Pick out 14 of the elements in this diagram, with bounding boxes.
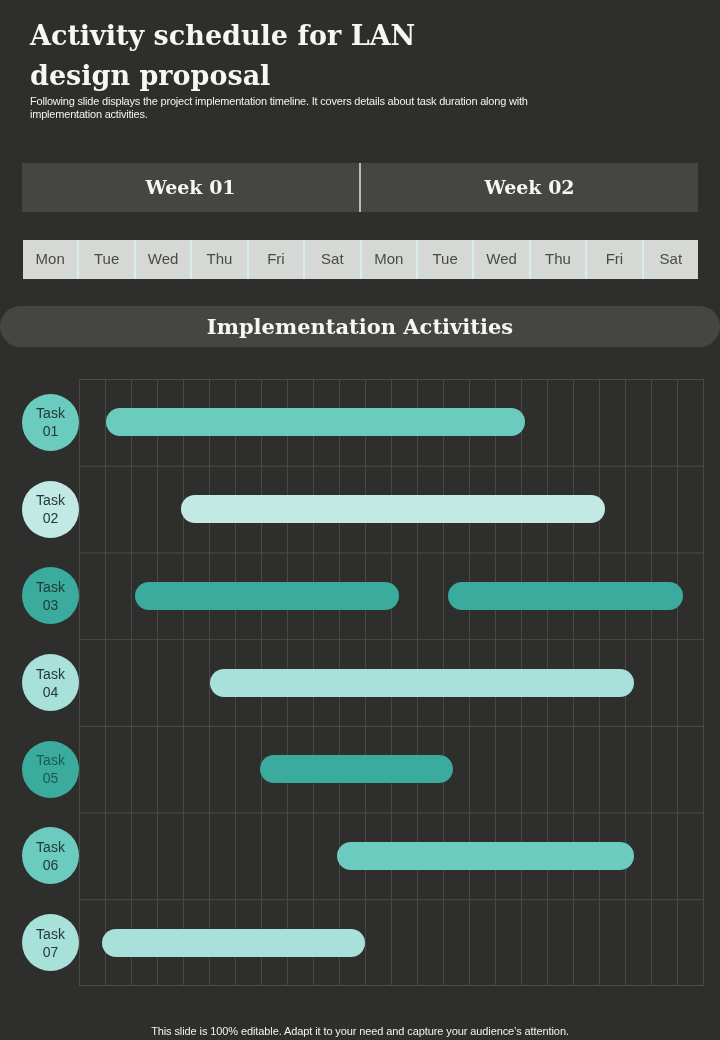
task-bar xyxy=(106,408,525,437)
task-bar xyxy=(337,841,634,870)
title: Activity schedule for LAN design proposal xyxy=(30,19,417,93)
task-bar xyxy=(210,668,634,697)
description-text: Following slide displays the project implementation timeline. It covers details about task duration along with implementation activities. xyxy=(30,95,529,121)
week-header: Week 01 xyxy=(22,163,361,212)
footer-note: This slide is 100% editable. Adapt it to your need and capture your audience’s attention. xyxy=(150,1024,570,1038)
task-bar xyxy=(260,755,453,784)
task-bar xyxy=(135,581,399,610)
task-bar xyxy=(448,581,683,610)
task-bar xyxy=(181,495,605,524)
task-bar xyxy=(102,928,365,957)
section-banner: Implementation Activities xyxy=(0,306,720,347)
week-header: Week 02 xyxy=(361,163,698,212)
